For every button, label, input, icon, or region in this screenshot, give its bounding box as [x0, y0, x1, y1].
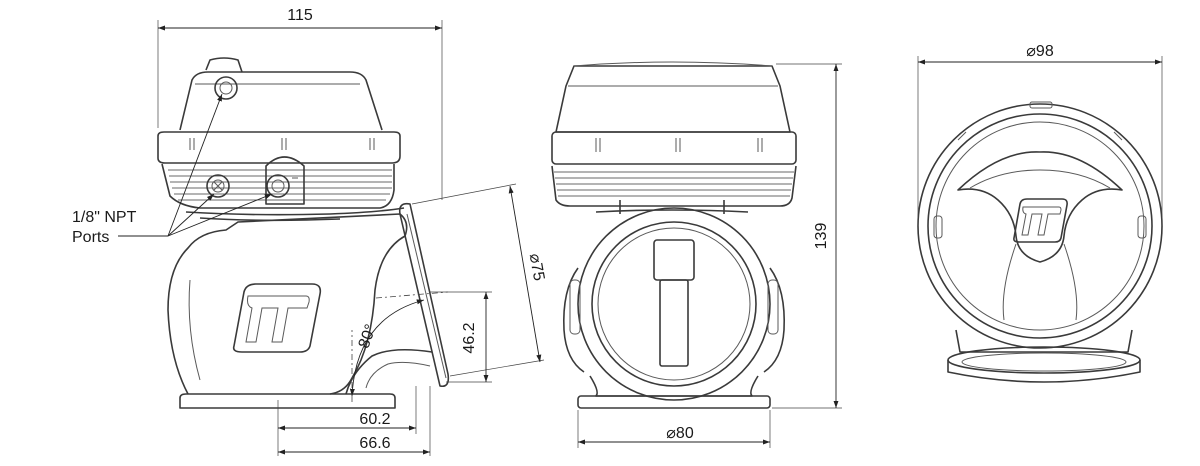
dim-outlet-outer-label: 66.6: [359, 435, 390, 452]
dim-height: 139: [772, 63, 842, 409]
ports-label-line1: 1/8" NPT: [72, 209, 137, 226]
dim-width-side: 115: [157, 7, 443, 200]
port-fitting-icon: [265, 156, 305, 205]
front-view: [551, 61, 797, 409]
dim-bottom-diameter-label: ⌀80: [666, 425, 694, 442]
turbosmart-logo-top-icon: [1013, 198, 1068, 243]
dim-outlet-widths: 60.2 66.6: [277, 386, 431, 456]
dim-top-diameter-label: ⌀98: [1026, 43, 1054, 60]
hex-plug-icon: [206, 174, 230, 198]
top-view: [917, 101, 1163, 383]
dim-width-side-label: 115: [287, 7, 313, 24]
dim-bottom-diameter: ⌀80: [577, 410, 771, 448]
dim-face-diameter: ⌀75: [411, 183, 548, 377]
dim-top-diameter: ⌀98: [917, 43, 1163, 226]
side-view: [157, 57, 450, 409]
dim-outlet-height: 46.2: [430, 291, 492, 383]
dim-outlet-inner-label: 60.2: [359, 411, 390, 428]
dim-angle-label: 80°: [356, 322, 380, 351]
vent-fitting-icon: [214, 76, 238, 100]
turbosmart-logo-icon: [232, 283, 322, 353]
ports-label-line2: Ports: [72, 229, 109, 246]
dim-height-label: 139: [813, 223, 830, 250]
dim-outlet-height-label: 46.2: [461, 322, 478, 353]
ports-callout: 1/8" NPT Ports: [72, 93, 273, 246]
dim-face-diameter-label: ⌀75: [526, 252, 548, 282]
